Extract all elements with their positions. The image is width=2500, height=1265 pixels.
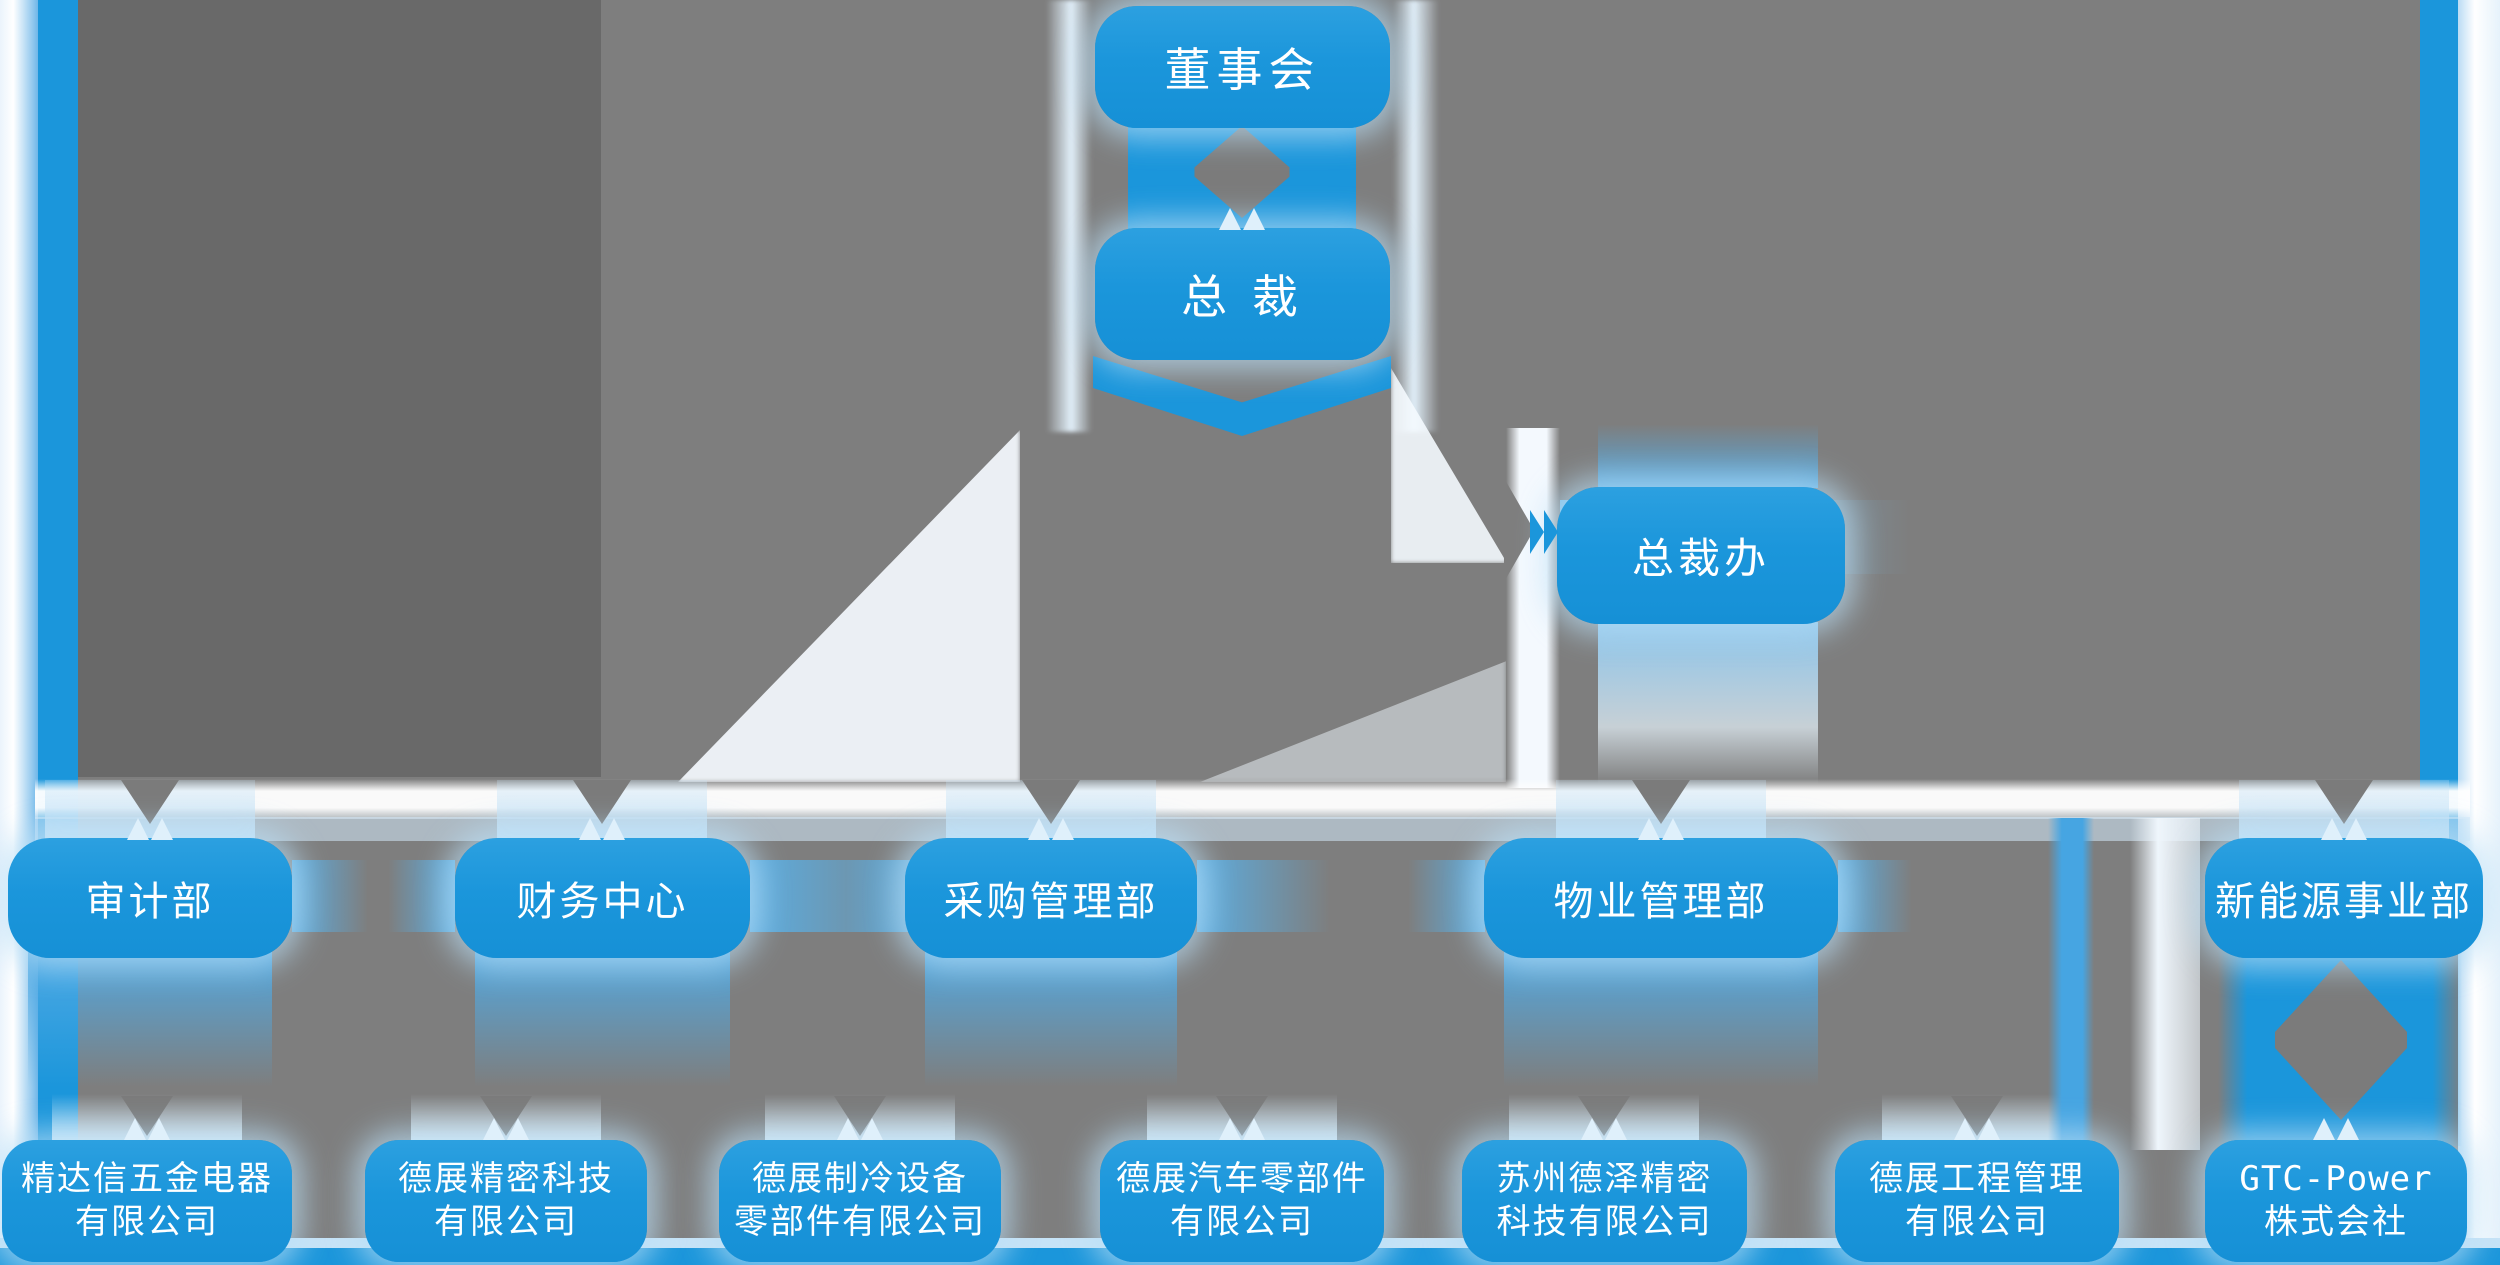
org-node-dept-finance: 财务中心: [455, 838, 750, 958]
org-node-dept-audit: 审计部: [8, 838, 292, 958]
hband-property-right: [1838, 860, 1912, 932]
company-name-line1: 德展精密科技: [398, 1160, 614, 1198]
org-node-dept-newenergy: 新能源事业部: [2205, 838, 2483, 958]
main-distribution-band-shadow: [35, 817, 2470, 841]
company-name-line2: 有限公司: [434, 1203, 578, 1241]
audit-arrow-notch-icon: [127, 818, 173, 840]
company-name-line1: 德展汽车零部件: [1116, 1160, 1368, 1198]
newenergy-arrow-notch-icon: [2321, 818, 2367, 840]
company-name-line2: 有限公司: [75, 1203, 219, 1241]
dept-label: 新能源事业部: [2215, 880, 2473, 924]
comp5-arrow-notch-icon: [1581, 1118, 1627, 1140]
office-glow-column-above: [1598, 424, 1818, 488]
president-label: 总 裁: [1181, 271, 1304, 323]
hband-property-left: [1408, 860, 1485, 932]
newenergy-gray-wedge-icon: [2315, 780, 2373, 824]
org-node-dept-property: 物业管理部: [1484, 838, 1838, 958]
finance-gray-wedge-icon: [573, 780, 631, 824]
president-down-chevron-connector: [1093, 356, 1391, 436]
org-node-company-dezhan-jingmi: 德展精密科技 有限公司: [365, 1140, 647, 1262]
hband-audit-right: [292, 860, 368, 932]
dept-glow-below-finance: [475, 952, 730, 1087]
org-node-company-dezhan-qiche: 德展汽车零部件 有限公司: [1100, 1140, 1384, 1262]
right-edge-glow-stripes: [2458, 0, 2500, 1240]
org-node-dept-procurement: 采购管理部: [905, 838, 1197, 958]
dept-label: 审计部: [85, 880, 215, 924]
company-name-line2: 株式会社: [2264, 1203, 2408, 1241]
board-label: 董事会: [1164, 44, 1321, 96]
dept-glow-below-audit: [28, 952, 272, 1087]
office-label: 总裁办: [1631, 535, 1770, 582]
finance-arrow-notch-icon: [579, 818, 625, 840]
company-name-line2: 科技有限公司: [1496, 1203, 1713, 1241]
company-name-line1: 德展制冷设备: [752, 1160, 968, 1198]
comp6-arrow-notch-icon: [1954, 1118, 2000, 1140]
comp3-arrow-notch-icon: [837, 1118, 883, 1140]
dept-glow-below-procurement: [925, 952, 1177, 1087]
company-name-line2: 有限公司: [1170, 1203, 1314, 1241]
right-edge-blue-stripe: [2420, 0, 2458, 850]
company-name-line1: 精达信五金电器: [21, 1160, 273, 1198]
comp7-arrow-notch-icon: [2313, 1118, 2359, 1140]
comp4-arrow-notch-icon: [1219, 1118, 1265, 1140]
dept-label: 采购管理部: [943, 880, 1159, 924]
newenergy-left-white-column: [2130, 818, 2200, 1150]
company-name-line1: GTC-Power: [2239, 1159, 2433, 1199]
dept-glow-below-property: [1504, 952, 1818, 1087]
company-name-line2: 零部件有限公司: [734, 1203, 986, 1241]
org-node-company-suzhou-deze: 苏州德泽精密 科技有限公司: [1462, 1140, 1747, 1262]
comp1-arrow-notch-icon: [124, 1118, 170, 1140]
dept-label: 物业管理部: [1553, 880, 1769, 924]
hband-procurement-right: [1197, 860, 1330, 932]
company-name-line1: 苏州德泽精密: [1496, 1160, 1713, 1198]
hband-finance-right: [750, 860, 910, 932]
procurement-arrow-notch-icon: [1028, 818, 1074, 840]
org-node-company-gtc-power: GTC-Power 株式会社: [2205, 1140, 2467, 1262]
property-gray-wedge-icon: [1632, 780, 1690, 824]
office-chevron-right-icon-1: [1530, 510, 1544, 554]
dept-label: 财务中心: [516, 880, 689, 924]
stray-vertical-blue-band: [2048, 818, 2094, 1148]
company-name-line1: 德展工程管理: [1869, 1160, 2085, 1198]
org-node-company-dezhan-gongcheng: 德展工程管理 有限公司: [1835, 1140, 2119, 1262]
org-node-office: 总裁办: [1557, 487, 1845, 624]
president-arrow-notch-icon: [1219, 208, 1265, 230]
property-arrow-notch-icon: [1638, 818, 1684, 840]
org-node-board: 董事会: [1095, 6, 1390, 128]
board-right-glow-column: [1393, 0, 1439, 432]
company-name-line2: 有限公司: [1905, 1203, 2049, 1241]
hband-finance-left: [388, 860, 455, 932]
procurement-gray-wedge-icon: [1022, 780, 1080, 824]
org-node-president: 总 裁: [1095, 228, 1390, 360]
office-chevron-right-icon-2: [1544, 510, 1558, 554]
audit-gray-wedge-icon: [121, 780, 179, 824]
office-glow-column-below: [1598, 622, 1818, 784]
board-left-glow-column: [1046, 0, 1092, 432]
main-distribution-band: [35, 779, 2470, 819]
org-node-company-dezhan-zhileng: 德展制冷设备 零部件有限公司: [719, 1140, 1001, 1262]
white-wedge-left: [678, 430, 1020, 782]
background-dark-panel: [78, 0, 601, 777]
comp2-arrow-notch-icon: [483, 1118, 529, 1140]
org-node-company-jingdaxin: 精达信五金电器 有限公司: [2, 1140, 292, 1262]
white-wedge-center: [1200, 661, 1506, 782]
office-gray-wedge-icon: [1504, 478, 1534, 582]
